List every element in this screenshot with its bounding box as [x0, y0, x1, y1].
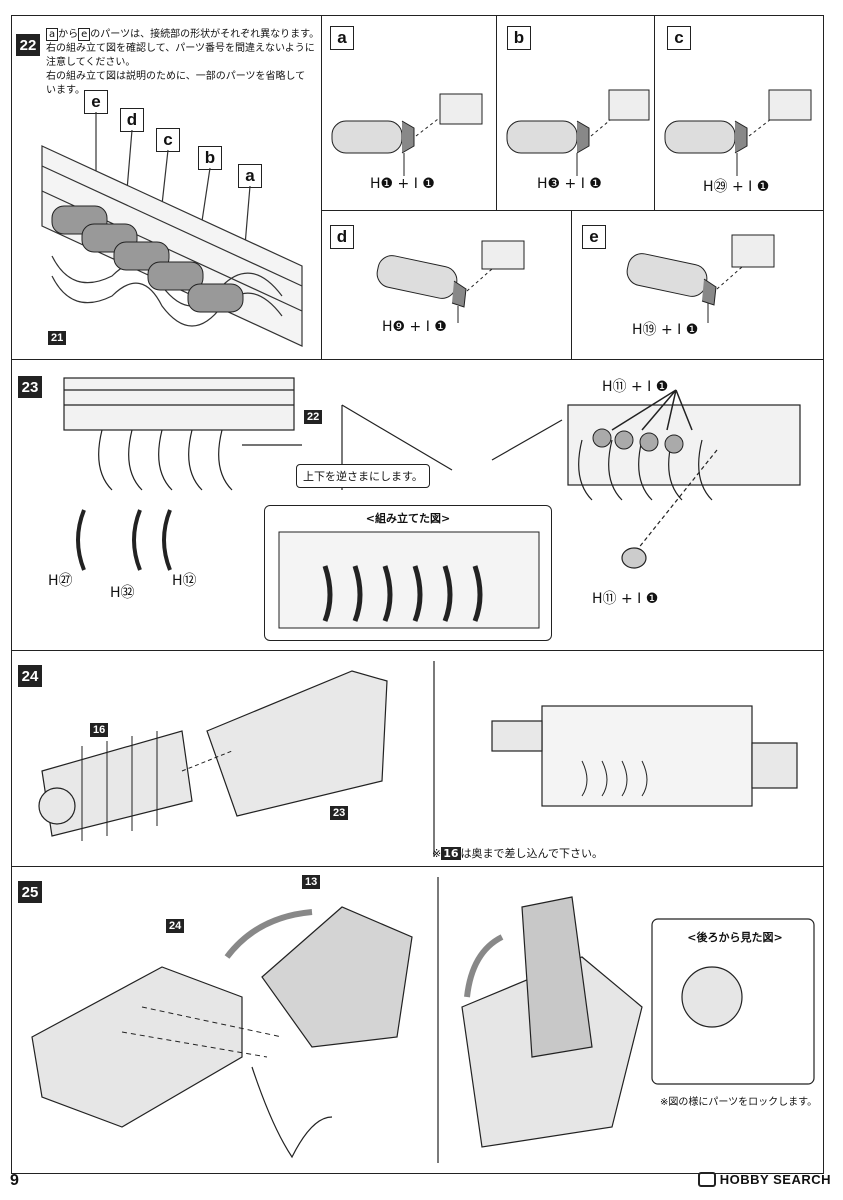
- subpanel-letter: c: [667, 26, 691, 50]
- step-number: 25: [18, 881, 42, 903]
- part-24-label: 24: [166, 919, 185, 933]
- formula: H❸ + I ❶: [537, 176, 602, 192]
- assembled-view-title: <組み立てた図>: [365, 512, 451, 525]
- step-number: 24: [18, 665, 42, 687]
- exhaust-part-a-drawing: [331, 93, 483, 176]
- subpanel-c: c H㉙ + I ❶: [654, 15, 824, 212]
- exhaust-part-c-drawing: [664, 89, 812, 176]
- step-number: 23: [18, 376, 42, 398]
- part-h32: H㉜: [110, 585, 135, 601]
- base-part-label: 21: [48, 331, 67, 345]
- assembled-view-drawing: [278, 531, 540, 629]
- callout-d: d: [120, 108, 144, 132]
- step-23-illustration: [63, 377, 801, 571]
- bottom-formula: H⑪ + I ❶: [592, 591, 659, 607]
- formula: H❶ + I ❶: [370, 176, 435, 192]
- step-number: 22: [16, 34, 40, 56]
- step-23-panel: 23 22 上下を逆さまにします。 H㉗ H㉜ H⑫ <組み立てた図>: [11, 359, 824, 652]
- subpanel-letter: b: [507, 26, 531, 50]
- part-13-label: 13: [302, 875, 321, 889]
- callout-e-inline: e: [78, 28, 91, 41]
- note-part-number: 16: [441, 847, 461, 860]
- step-25-panel: 25 24 13 <後ろから見た図> ※図の様にパーツをロックします。: [11, 866, 824, 1174]
- part-h12: H⑫: [172, 573, 197, 589]
- part-23-label: 23: [330, 806, 349, 820]
- formula: H⑲ + I ❶: [632, 322, 699, 338]
- part-h27: H㉗: [48, 573, 73, 589]
- camera-icon: [697, 1172, 716, 1187]
- exhaust-part-d-drawing: [376, 240, 525, 323]
- formula: H㉙ + I ❶: [703, 179, 770, 195]
- callout-b: b: [198, 146, 222, 170]
- top-formula: H⑪ + I ❶: [602, 379, 669, 395]
- subpanel-d: d H❾ + I ❶: [321, 210, 573, 361]
- rear-view-title: <後ろから見た図>: [687, 931, 783, 944]
- subpanel-a: a H❶ + I ❶: [321, 15, 498, 212]
- subpanel-letter: a: [330, 26, 354, 50]
- callout-a-inline: a: [46, 28, 59, 41]
- formula: H❾ + I ❶: [382, 319, 447, 335]
- subpanel-letter: d: [330, 225, 354, 249]
- flip-note: 上下を逆さまにします。: [296, 464, 430, 488]
- step-25-illustration: [31, 877, 815, 1163]
- step-24-illustration: [38, 661, 798, 857]
- ref-part-22: 22: [304, 410, 323, 424]
- subpanel-b: b H❸ + I ❶: [496, 15, 656, 212]
- lock-note: ※図の様にパーツをロックします。: [660, 1097, 818, 1108]
- callout-a: a: [238, 164, 262, 188]
- step-22-illustration: [41, 112, 303, 347]
- page-number: 9: [10, 1172, 19, 1189]
- assembled-view-box: <組み立てた図>: [264, 505, 552, 641]
- callout-c: c: [156, 128, 180, 152]
- part-16-label: 16: [90, 723, 109, 737]
- subpanel-e: e H⑲ + I ❶: [571, 210, 824, 361]
- exhaust-part-b-drawing: [506, 89, 650, 176]
- exhaust-part-e-drawing: [626, 234, 775, 323]
- brand-watermark: HOBBY SEARCH: [697, 1172, 831, 1187]
- subpanel-letter: e: [582, 225, 606, 249]
